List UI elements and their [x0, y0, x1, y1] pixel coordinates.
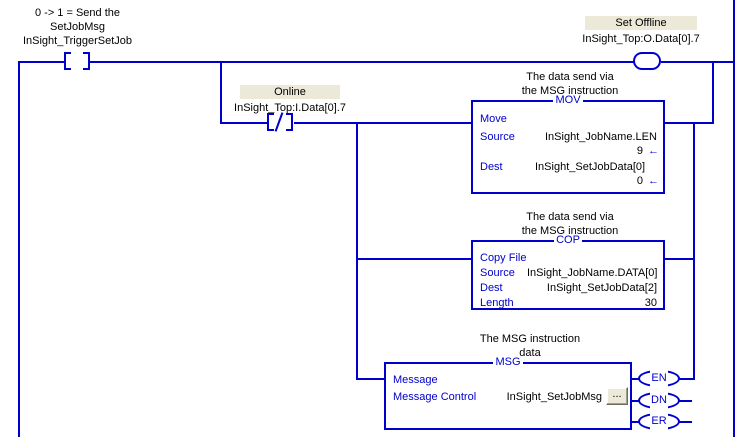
set-offline-tag: InSight_Top:O.Data[0].7 — [582, 33, 700, 45]
branch-left-vertical — [220, 61, 222, 124]
online-description: Online — [240, 85, 340, 99]
trigger-comment: 0 -> 1 = Send the SetJobMsg — [34, 7, 120, 33]
right-power-rail — [733, 0, 735, 437]
mov-name: Move — [480, 113, 507, 125]
cop-length-label: Length — [480, 297, 514, 309]
mov-mnemonic-label: MOV — [553, 94, 583, 106]
branch-second-rung-wire — [220, 122, 268, 124]
msg-dn-label: DN — [651, 394, 667, 406]
cop-name: Copy File — [480, 252, 527, 264]
msg-er-stub-wire — [678, 421, 692, 423]
msg-comment: The MSG instruction data — [479, 333, 581, 359]
instruction-block-cop[interactable]: COP Copy File Source InSight_JobName.DAT… — [471, 234, 665, 310]
msg-control-label: Message Control — [393, 391, 477, 403]
cop-input-wire — [358, 258, 472, 260]
msg-browse-button[interactable]: ... — [606, 387, 628, 405]
cop-dest-label: Dest — [480, 282, 503, 294]
msg-status-bit-en: EN — [638, 367, 680, 390]
mov-output-wire — [663, 122, 695, 124]
online-tag: InSight_Top:I.Data[0].7 — [234, 102, 346, 114]
mov-input-wire — [432, 122, 472, 124]
main-rung-wire-mid — [90, 61, 635, 63]
mov-source-operand[interactable]: InSight_JobName.LEN — [545, 131, 657, 143]
msg-status-bit-dn: DN — [638, 389, 680, 412]
mov-source-value-arrow-icon: ← — [648, 145, 659, 157]
contact-xic-trigger[interactable] — [64, 52, 90, 70]
trigger-tag: InSight_TriggerSetJob — [22, 35, 133, 47]
mov-dest-value-arrow-icon: ← — [648, 175, 659, 187]
set-offline-description: Set Offline — [585, 16, 697, 30]
msg-er-wire — [630, 421, 640, 423]
instruction-block-msg[interactable]: MSG Message Message Control InSight_SetJ… — [384, 356, 632, 430]
branch-return-vertical-lower — [693, 122, 695, 380]
cop-source-label: Source — [480, 267, 515, 279]
contact-xio-online[interactable] — [267, 112, 293, 132]
msg-en-wire — [630, 378, 640, 380]
mov-source-label: Source — [480, 131, 515, 143]
msg-status-bit-er: ER — [638, 410, 680, 433]
mov-source-value: 9 — [636, 145, 643, 157]
msg-mnemonic-label: MSG — [493, 356, 523, 368]
mov-dest-value: 0 — [636, 175, 643, 187]
main-rung-wire-right — [661, 61, 735, 63]
branch-return-vertical-upper — [712, 61, 714, 124]
msg-input-wire — [358, 378, 385, 380]
cop-length-value[interactable]: 30 — [644, 297, 657, 309]
coil-ote-set-offline[interactable] — [633, 52, 661, 70]
msg-name: Message — [393, 374, 438, 386]
instruction-block-mov[interactable]: MOV Move Source InSight_JobName.LEN 9 ← … — [471, 94, 665, 194]
cop-mnemonic-label: COP — [554, 234, 582, 246]
msg-dn-stub-wire — [678, 400, 692, 402]
msg-control-operand[interactable]: InSight_SetJobMsg — [506, 391, 602, 403]
msg-en-label: EN — [651, 372, 667, 384]
main-rung-wire-left — [18, 61, 66, 63]
mov-dest-operand[interactable]: InSight_SetJobData[0] — [535, 161, 646, 173]
cop-comment: The data send via the MSG instruction — [521, 211, 619, 237]
msg-en-return-wire — [678, 378, 695, 380]
msg-er-label: ER — [651, 415, 667, 427]
cop-source-operand[interactable]: InSight_JobName.DATA[0] — [527, 267, 658, 279]
inner-branch-vertical — [356, 122, 358, 380]
left-power-rail — [18, 61, 20, 437]
msg-dn-wire — [630, 400, 640, 402]
cop-output-wire — [663, 258, 695, 260]
cop-dest-operand[interactable]: InSight_SetJobData[2] — [546, 282, 657, 294]
mov-dest-label: Dest — [480, 161, 503, 173]
